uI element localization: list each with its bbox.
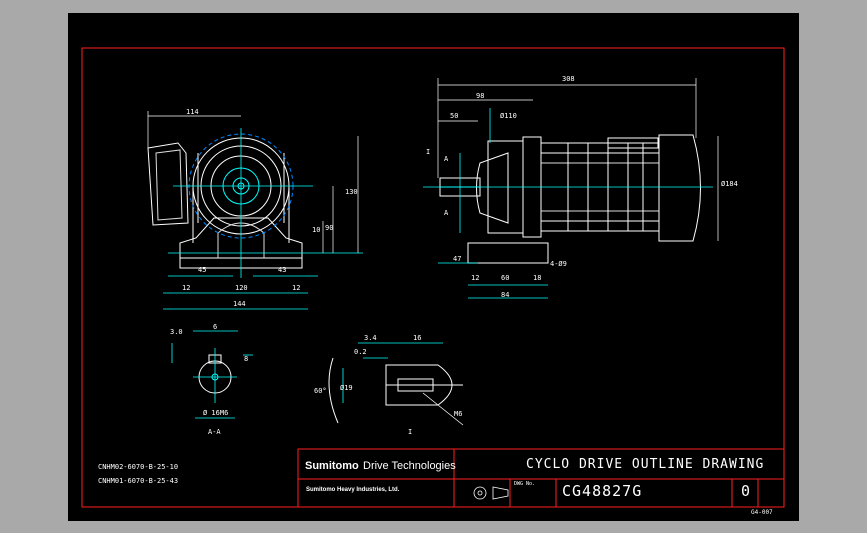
dim-ii-angle: 60°: [314, 387, 327, 395]
label-a-top: A: [444, 155, 449, 163]
dim-ii-16: 16: [413, 334, 422, 342]
dim-side-50: 50: [450, 112, 459, 120]
detail-i-break: [328, 357, 339, 424]
dim-front-total: 144: [233, 300, 246, 308]
drawing-number: CG48827G: [562, 482, 643, 500]
brand-logo-sub: Drive Technologies: [363, 460, 456, 472]
dim-front-foot-l: 45: [198, 266, 207, 274]
dim-side-84: 84: [501, 291, 510, 299]
side-terminal-box: [607, 137, 659, 149]
dim-front-h1: 90: [325, 224, 334, 232]
title-block: [297, 448, 785, 508]
dim-side-total: 308: [562, 75, 575, 83]
front-terminal-box-inner: [155, 149, 183, 221]
model-code-2: CNHM01-6070-B-25-43: [98, 477, 179, 485]
label-a-bottom: A: [444, 209, 449, 217]
label-section-aa: A-A: [208, 428, 221, 436]
dim-front-base-c: 120: [235, 284, 248, 292]
dim-ii-dia: Ø19: [340, 384, 353, 392]
side-gear-head: [476, 152, 509, 224]
detail-i-arrow: [422, 392, 464, 426]
dwg-no-label: DWG No.: [514, 481, 536, 487]
sheet-border: [81, 47, 785, 508]
cad-viewport[interactable]: 114 130 90 10 45 43 12 120 12 144 308 98…: [68, 13, 799, 521]
sheet-code: G4-007: [751, 509, 773, 516]
side-view: [439, 134, 701, 264]
dim-side-12: 12: [471, 274, 480, 282]
dim-aa-6: 6: [213, 323, 218, 331]
dim-aa-dia: Ø 16M6: [203, 409, 229, 417]
side-fan-cover: [658, 134, 701, 242]
projection-symbol: [473, 486, 509, 500]
dim-side-hole: 4-Ø9: [550, 260, 567, 268]
detail-i-keyway: [397, 378, 434, 392]
front-terminal-box: [147, 142, 189, 226]
front-view: [147, 133, 303, 269]
cad-drawing: [81, 47, 785, 508]
dim-side-47: 47: [453, 255, 462, 263]
dim-front-width-top: 114: [186, 108, 199, 116]
dim-side-motor-dia: Ø184: [721, 180, 738, 188]
dim-side-98: 98: [476, 92, 485, 100]
dim-front-base-l: 12: [182, 284, 191, 292]
dim-aa-8: 8: [244, 355, 249, 363]
dim-front-base-r: 12: [292, 284, 301, 292]
dim-side-18: 18: [533, 274, 542, 282]
brand-logo-main: Sumitomo: [305, 460, 359, 472]
dim-ii-02: 0.2: [354, 348, 367, 356]
company-name: Sumitomo Heavy Industries, Ltd.: [306, 487, 400, 493]
revision-number: 0: [741, 482, 752, 500]
dim-front-h2: 10: [312, 226, 321, 234]
dim-ii-m: M6: [454, 410, 463, 418]
title-block-frame: [297, 448, 785, 508]
label-i-marker: I: [426, 148, 431, 156]
dim-front-height: 130: [345, 188, 358, 196]
front-foot: [179, 217, 303, 269]
side-foot: [467, 242, 549, 264]
label-detail-i: I: [408, 428, 413, 436]
dim-front-foot-r: 43: [278, 266, 287, 274]
dim-side-shaft-dia: Ø110: [500, 112, 517, 120]
model-code-1: CNHM02-6070-B-25-10: [98, 463, 179, 471]
drawing-title: CYCLO DRIVE OUTLINE DRAWING: [526, 457, 765, 472]
dim-side-60: 60: [501, 274, 510, 282]
dim-ii-34: 3.4: [364, 334, 377, 342]
dim-aa-3: 3.0: [170, 328, 183, 336]
